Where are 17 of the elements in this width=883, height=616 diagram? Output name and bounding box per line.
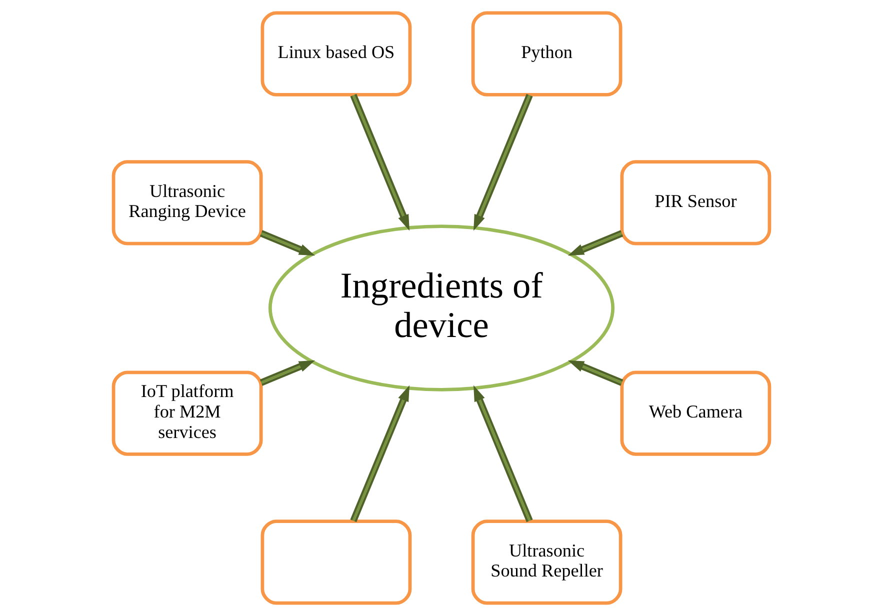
arrow xyxy=(474,385,533,522)
arrow xyxy=(568,360,624,386)
node-box: Ultrasonic Sound Repeller xyxy=(471,520,622,605)
arrow xyxy=(474,94,533,231)
node-ellipse: Ingredients of device xyxy=(268,224,615,392)
arrow xyxy=(260,360,316,386)
node-box: Web Camera xyxy=(620,370,772,456)
arrow xyxy=(260,230,316,256)
node-box: IoT platform for M2M services xyxy=(112,370,263,456)
node-box: Ultrasonic Ranging Device xyxy=(112,160,263,246)
arrow xyxy=(568,230,624,256)
node-box: PIR Sensor xyxy=(620,160,772,246)
arrow xyxy=(350,94,410,231)
node-box: Python xyxy=(471,11,622,96)
arrow xyxy=(350,385,410,522)
node-box xyxy=(260,520,412,605)
node-box: Linux based OS xyxy=(260,11,412,96)
